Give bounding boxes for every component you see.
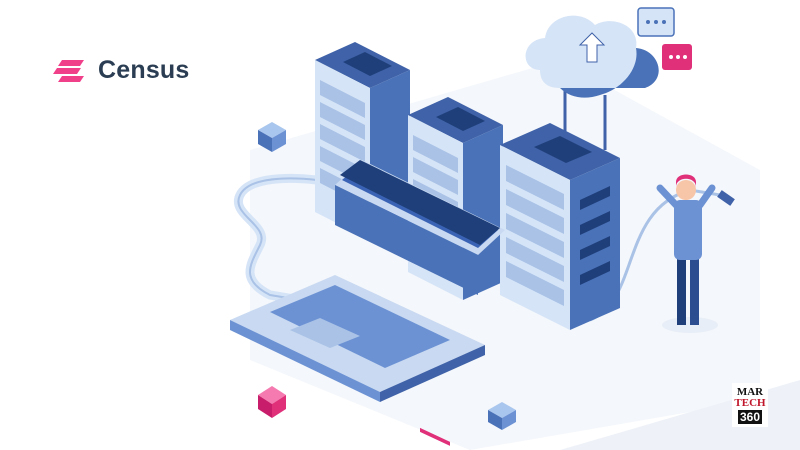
person-figure — [656, 174, 735, 333]
cube-blue-bottom — [488, 402, 516, 430]
watermark-line-3: 360 — [737, 409, 763, 424]
chat-bubble-icon — [637, 7, 692, 70]
laptop — [230, 160, 505, 450]
martech-watermark: MAR TECH 360 — [732, 383, 768, 427]
cloud-upload-icon — [525, 15, 659, 98]
watermark-line-2: TECH — [734, 396, 766, 409]
cube-blue-top — [258, 122, 286, 152]
census-logo-icon — [53, 59, 84, 82]
brand-name: Census — [98, 56, 190, 84]
cube-pink — [258, 386, 286, 418]
brand-lockup: Census — [52, 56, 190, 85]
server-rack-3 — [500, 123, 620, 330]
watermark-line-1: MAR — [736, 385, 764, 398]
